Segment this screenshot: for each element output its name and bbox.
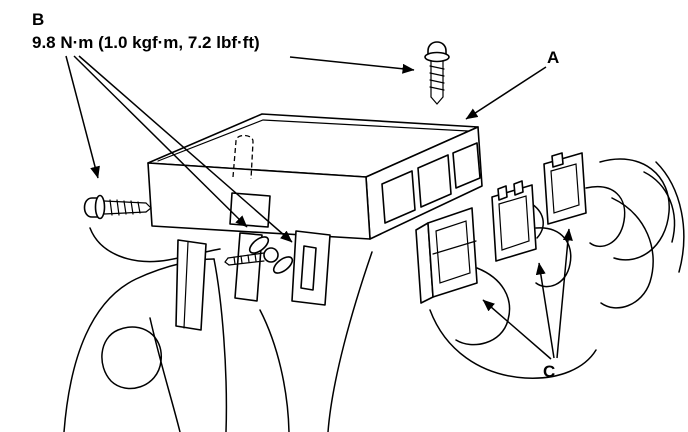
- arrow-c-to-middle-connector: [535, 262, 555, 359]
- arrow-c-to-large-connector: [482, 299, 552, 360]
- module-socket: [452, 142, 481, 189]
- callout-labels: B 9.8 N·m (1.0 kgf·m, 7.2 lbf·ft) A C: [32, 10, 559, 381]
- arrow-c-to-upper-connector: [556, 228, 573, 359]
- arrow-b-to-side-bolt: [65, 55, 100, 179]
- callout-label-a: A: [547, 48, 559, 67]
- arrow-a-to-module: [465, 66, 547, 120]
- callout-arrows: [65, 55, 573, 360]
- control-module-drawing: [147, 113, 483, 240]
- mounting-post: [175, 239, 207, 331]
- arrow-b-to-bracket: [73, 55, 248, 228]
- wing-bolt: [224, 236, 294, 274]
- side-mounting-bolt: [83, 194, 152, 220]
- arrow-b-to-upper-bolt: [289, 56, 415, 74]
- callout-label-c: C: [543, 362, 555, 381]
- upper-mounting-bolt: [424, 41, 450, 105]
- hidden-bracket-outline: [232, 134, 254, 180]
- arrow-b-to-wing-bolt: [78, 55, 293, 243]
- module-socket: [381, 170, 416, 224]
- wire-harness-connectors: [415, 152, 676, 346]
- module-socket: [229, 192, 271, 228]
- engine-background: [63, 161, 685, 432]
- module-socket: [417, 154, 452, 208]
- callout-label-b: B: [32, 10, 44, 29]
- connector-large: [427, 207, 478, 298]
- connector-upper: [543, 152, 587, 225]
- mounting-bracket: [224, 230, 331, 306]
- torque-spec: 9.8 N·m (1.0 kgf·m, 7.2 lbf·ft): [32, 33, 260, 52]
